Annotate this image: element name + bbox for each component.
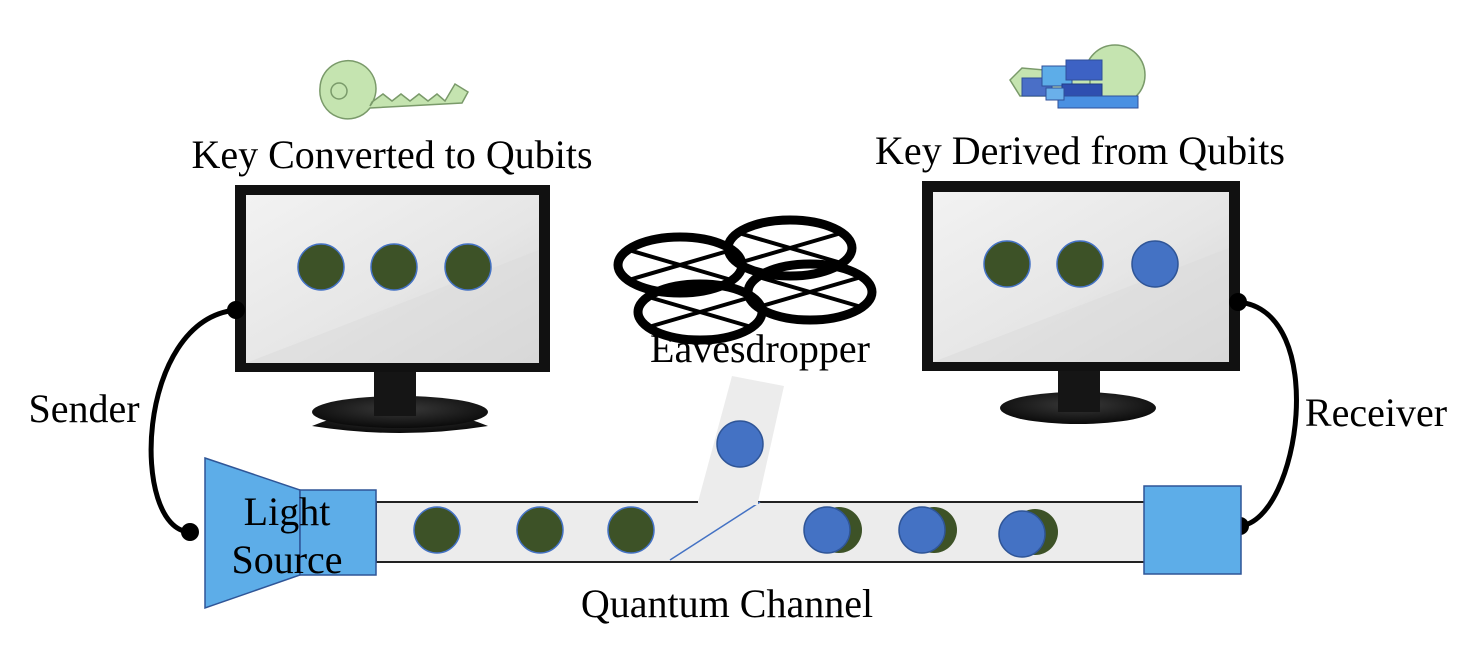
key-icon [319, 59, 469, 120]
qubit-green [516, 506, 564, 554]
light-source [204, 456, 377, 610]
qubit-green [297, 243, 345, 291]
qubit-blue-over-green [998, 509, 1058, 558]
qubit-intercepted [716, 420, 764, 468]
light-source-label-line1: Light [244, 489, 331, 534]
qubit-green [607, 506, 655, 554]
qubit-blue [1131, 240, 1179, 288]
sender-monitor-caption: Key Converted to Qubits [191, 132, 592, 177]
rotor [743, 259, 877, 325]
qubit-green [1056, 240, 1104, 288]
receiver-monitor-icon [922, 181, 1240, 424]
receiver-cable [1237, 299, 1299, 529]
qubit-green [983, 240, 1031, 288]
qubit-green [444, 243, 492, 291]
detector [1143, 485, 1242, 575]
channel-label: Quantum Channel [581, 581, 873, 626]
sender-label: Sender [28, 386, 139, 431]
qubit-green [413, 506, 461, 554]
qubit-green [370, 243, 418, 291]
light-source-label-line2: Source [231, 537, 342, 582]
sender-cable [148, 307, 237, 535]
sender-monitor-icon [235, 185, 550, 433]
key-with-qubit-blocks-icon [1009, 44, 1146, 109]
drone-icon [613, 215, 877, 345]
qubit-blue-over-green [898, 506, 957, 554]
receiver-monitor-caption: Key Derived from Qubits [875, 128, 1285, 173]
receiver-label: Receiver [1305, 390, 1447, 435]
beam-splitter [669, 501, 761, 561]
rotor [723, 215, 857, 281]
qubit-blue-over-green [803, 506, 862, 554]
eavesdropper-label: Eavesdropper [650, 326, 870, 371]
